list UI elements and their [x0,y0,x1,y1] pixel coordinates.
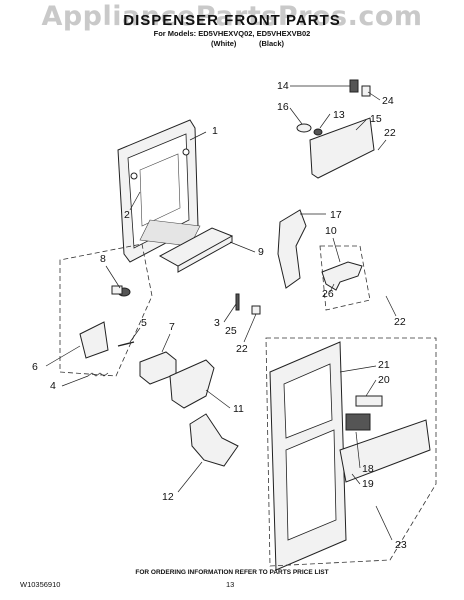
callout-6: 6 [32,361,38,373]
part-17-chute [277,209,307,289]
part-4-spring [87,372,109,377]
part-15-upper-housing [309,117,375,179]
callout-26: 26 [322,288,334,300]
callout-22-c: 22 [236,343,248,355]
part-19-control-panel [339,419,431,483]
callout-11: 11 [233,403,244,415]
callout-18: 18 [362,463,374,475]
part-25-clip [251,305,261,315]
callout-1: 1 [212,125,218,137]
part-26-lever [321,261,363,291]
ordering-note: FOR ORDERING INFORMATION REFER TO PARTS … [135,569,329,576]
document-number: W10356910 [20,580,61,589]
callout-4: 4 [50,380,56,392]
callout-12: 12 [162,491,174,503]
part-1-housing [117,119,201,263]
callout-9: 9 [258,246,264,258]
callout-3: 3 [214,317,220,329]
callout-19: 19 [362,478,374,490]
outline-lever-group [319,245,371,311]
watermark: AppliancePartsPros.com [41,1,423,32]
callout-21: 21 [378,359,390,371]
models-line: For Models: ED5VHEXVQ02, ED5VHEXVB02 [153,29,311,38]
callout-16: 16 [277,101,289,113]
callout-22-a: 22 [384,127,396,139]
leader-lines [45,85,397,541]
page-number: 13 [226,580,235,589]
part-8-bulb [111,285,131,297]
callout-10: 10 [325,225,337,237]
callout-13: 13 [333,109,345,121]
callout-8: 8 [100,253,106,265]
outline-left-assembly [59,243,153,377]
callout-25: 25 [225,325,237,337]
part-5-pin [117,341,135,347]
outline-front-panel [265,337,437,567]
part-16-bulb [296,123,312,133]
callout-5: 5 [141,317,147,329]
part-9-drip-tray [158,227,234,273]
callout-20: 20 [378,374,390,386]
callout-22-b: 22 [394,316,406,328]
part-12-ice-chute [189,413,239,467]
part-3-pin [235,293,240,311]
callout-23: 23 [395,539,407,551]
page-title: DISPENSER FRONT PARTS [123,12,341,29]
part-13-knob [313,128,323,136]
callout-2: 2 [124,209,130,221]
callout-17: 17 [330,209,342,221]
part-6-light-housing [79,321,109,359]
part-14-latch [349,79,359,93]
part-20-switch [355,395,383,407]
callout-24: 24 [382,95,394,107]
callout-15: 15 [370,113,382,125]
callout-7: 7 [169,321,175,333]
callout-14: 14 [277,80,289,92]
part-24-bracket [361,85,371,97]
variant-white: (White) [211,39,237,48]
variant-black: (Black) [259,39,285,48]
part-18-board [345,413,371,431]
part-11-paddle [169,359,215,409]
